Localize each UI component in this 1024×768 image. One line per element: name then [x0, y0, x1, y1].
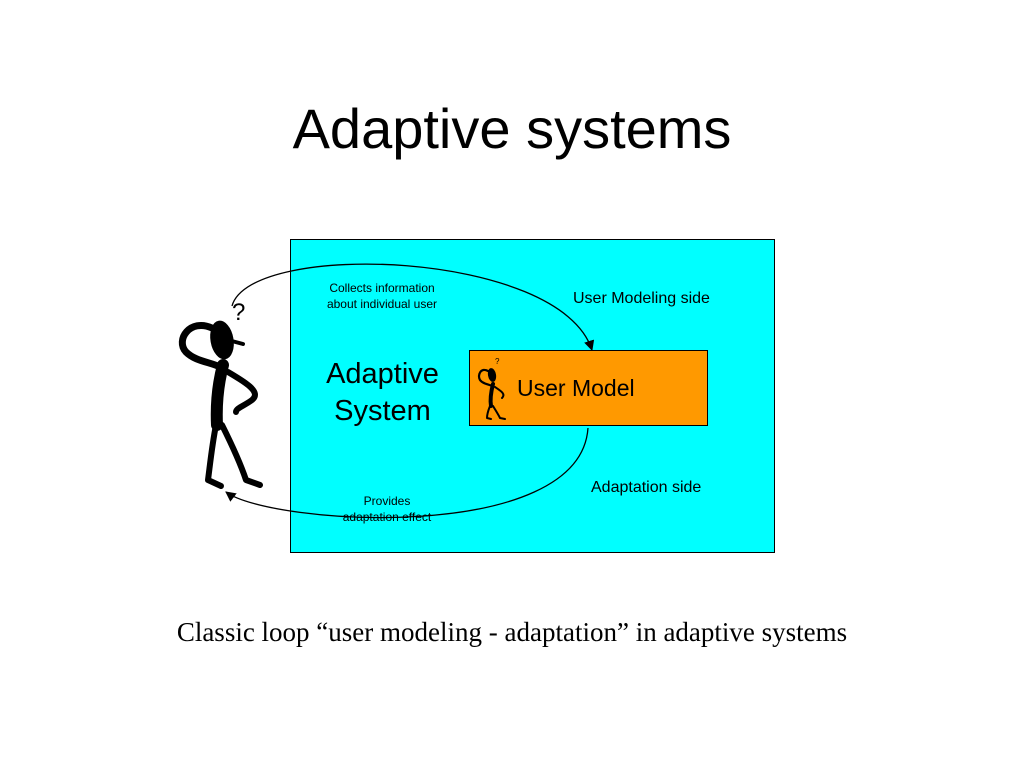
user-figure-icon — [178, 320, 263, 489]
question-mark-large: ? — [232, 299, 245, 326]
collects-info-label: Collects information about individual us… — [312, 280, 452, 312]
user-modeling-side-label: User Modeling side — [573, 290, 710, 307]
small-user-figure-icon — [477, 368, 506, 420]
question-mark-small: ? — [495, 357, 500, 366]
slide-title: Adaptive systems — [292, 97, 732, 160]
provides-arrow — [225, 427, 589, 519]
collects-info-line1: Collects information — [329, 281, 435, 295]
provides-effect-line1: Provides — [363, 494, 411, 508]
adaptation-side-label: Adaptation side — [591, 479, 702, 496]
adaptive-system-label: Adaptive System — [305, 356, 460, 430]
adaptive-system-label-line1: Adaptive — [326, 358, 439, 390]
user-model-box — [469, 350, 708, 426]
collects-arrow — [231, 263, 595, 351]
user-model-label: User Model — [517, 375, 635, 401]
adaptive-system-label-line2: System — [334, 395, 431, 427]
collects-info-line2: about individual user — [326, 297, 438, 311]
slide-caption: Classic loop “user modeling - adaptation… — [176, 617, 848, 647]
